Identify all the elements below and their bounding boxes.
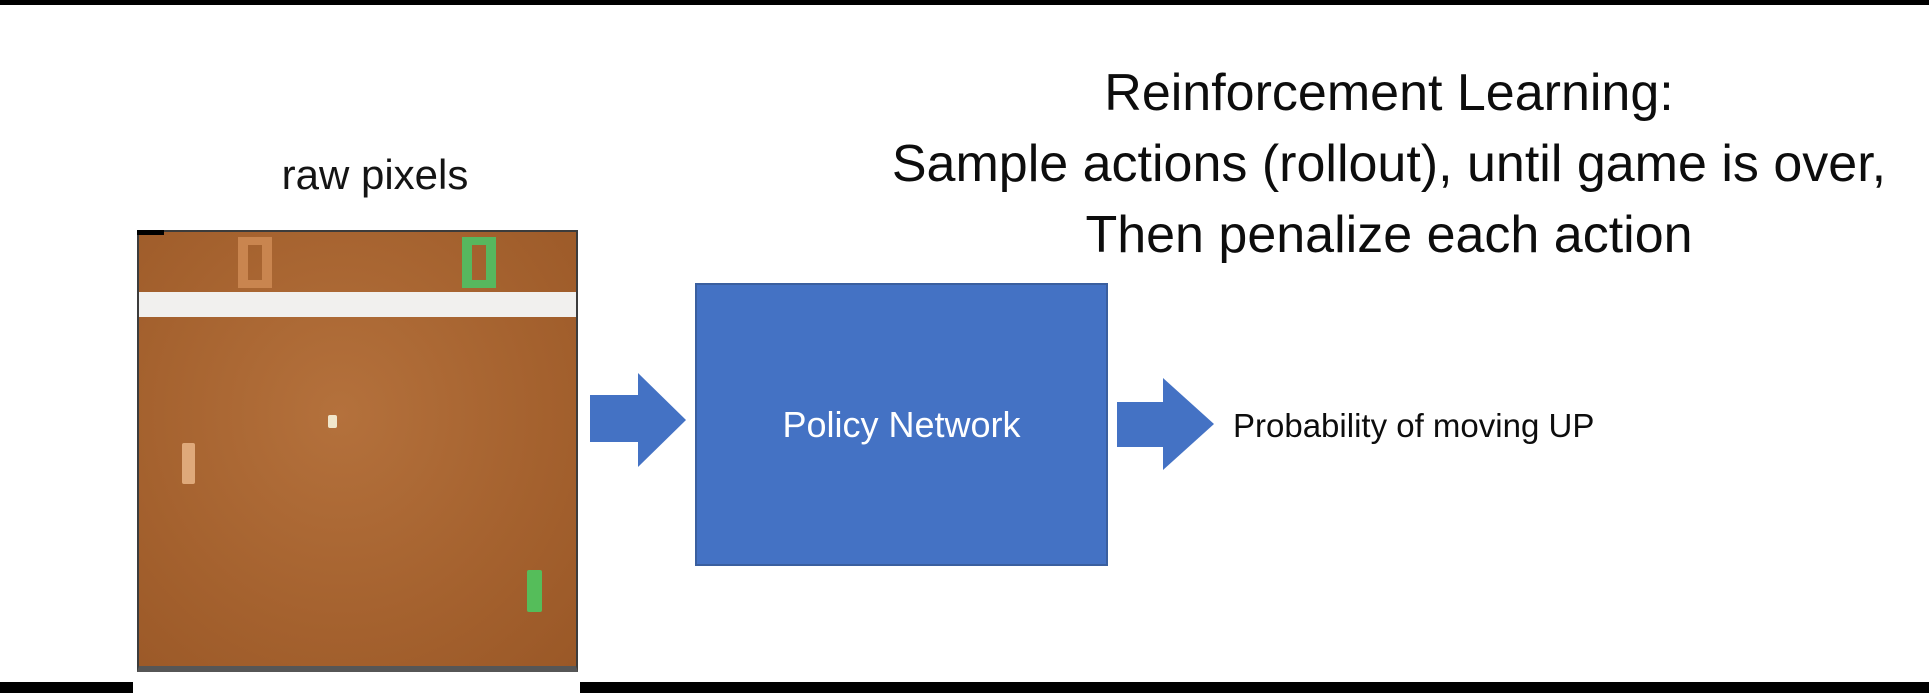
pong-right-paddle [527, 570, 542, 612]
headline-line-2: Sample actions (rollout), until game is … [891, 135, 1887, 193]
headline-line-3: Then penalize each action [1085, 206, 1693, 264]
pong-score-left-zero [238, 237, 272, 288]
input-arrow-head [638, 373, 689, 467]
raw-pixels-label: raw pixels [281, 151, 469, 198]
pong-game-frame [137, 230, 578, 672]
input-arrow-icon [590, 373, 686, 467]
headline-line-1: Reinforcement Learning: [1104, 64, 1674, 122]
policy-network-label: Policy Network [782, 403, 1021, 445]
output-arrow-icon [1117, 378, 1214, 470]
output-arrow-body [1117, 402, 1163, 447]
pong-score-right-zero [462, 237, 496, 288]
bottom-black-bar-right [580, 682, 1929, 693]
policy-network-box: Policy Network [695, 283, 1108, 566]
headline: Reinforcement Learning: Sample actions (… [849, 58, 1929, 271]
bottom-black-bar-left [0, 682, 133, 693]
pong-ball [328, 415, 337, 428]
pong-divider-band [139, 292, 576, 317]
input-arrow-body [590, 395, 638, 442]
top-black-bar [0, 0, 1929, 5]
pong-left-paddle [182, 443, 195, 484]
pong-top-left-notch [137, 230, 164, 235]
probability-output-label: Probability of moving UP [1233, 407, 1595, 444]
output-arrow-head [1163, 378, 1217, 470]
